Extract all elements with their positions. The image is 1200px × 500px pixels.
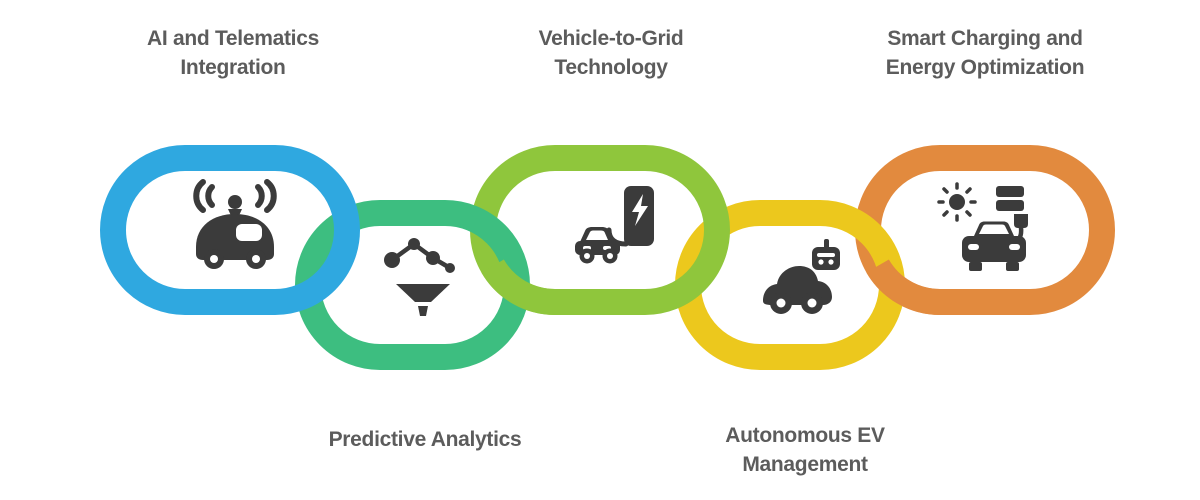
label-line-2: Management <box>742 453 868 476</box>
label-line-2: Integration <box>180 56 286 79</box>
label-line-1: Smart Charging and <box>887 27 1083 50</box>
label-line-2: Energy Optimization <box>885 56 1085 79</box>
label-line-2: Technology <box>554 56 668 79</box>
signal-waves-icon <box>193 179 277 213</box>
label-line-1: Predictive Analytics <box>328 428 522 451</box>
chain-overlap-patch-smart-charging <box>866 259 965 316</box>
sun-rays-icon <box>937 182 977 222</box>
label-smart-charging-energy-optimization: Smart Charging and Energy Optimization <box>845 24 1125 82</box>
label-autonomous-ev-management: Autonomous EV Management <box>665 421 945 479</box>
label-predictive-analytics: Predictive Analytics <box>285 425 565 454</box>
telematics-car-icon <box>193 179 277 269</box>
label-line-1: Vehicle-to-Grid <box>538 27 684 50</box>
label-line-1: AI and Telematics <box>147 27 319 50</box>
car-sun-charger-icon <box>937 182 1028 271</box>
chain-overlap-patch-vehicle-to-grid <box>481 259 580 316</box>
network-lines-icon <box>389 241 453 271</box>
label-ai-telematics-integration: AI and Telematics Integration <box>93 24 373 82</box>
car-remote-icon <box>763 239 840 314</box>
label-line-1: Autonomous EV <box>725 424 885 447</box>
ev-charging-station-icon <box>575 186 654 264</box>
label-vehicle-to-grid-technology: Vehicle-to-Grid Technology <box>471 24 751 82</box>
network-funnel-icon <box>384 238 455 316</box>
chain-link-ai-telematics <box>100 145 360 315</box>
